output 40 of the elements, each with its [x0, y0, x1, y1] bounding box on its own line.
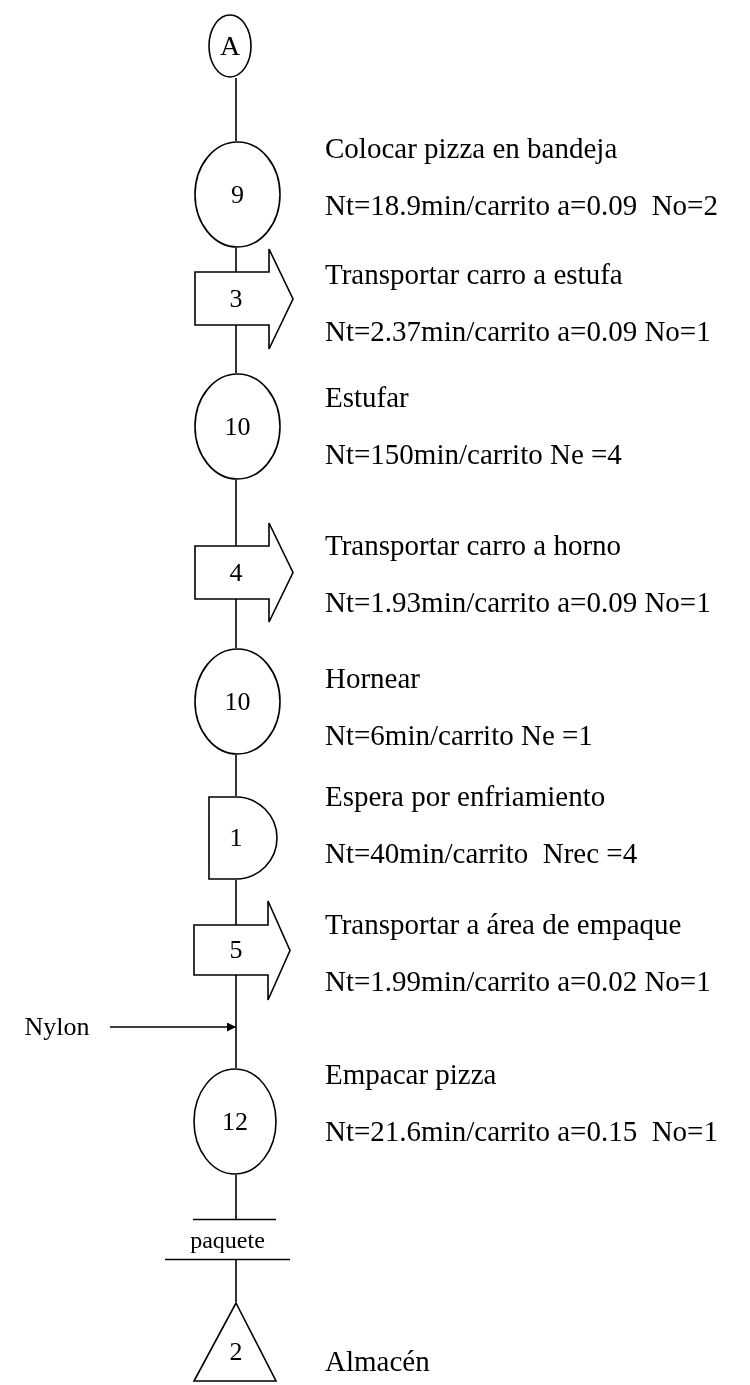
step-description: Transportar a área de empaque	[325, 907, 682, 942]
step-data: Nt=2.37min/carrito a=0.09 No=1	[325, 314, 711, 349]
step-description: Transportar carro a horno	[325, 528, 622, 563]
step-number: 3	[229, 285, 243, 312]
step-data: Nt=1.93min/carrito a=0.09 No=1	[325, 585, 711, 620]
step-number: 10	[224, 688, 251, 715]
flow-line	[235, 1174, 237, 1220]
flow-line	[235, 598, 237, 649]
step-number: 12	[222, 1108, 248, 1135]
product-label: paquete	[190, 1227, 265, 1252]
step-data: Nt=18.9min/carrito a=0.09 No=2	[325, 188, 718, 223]
step-description: Empacar pizza	[325, 1057, 497, 1092]
arrow	[109, 1022, 237, 1032]
step-number: 5	[229, 937, 243, 963]
connector-letter: A	[219, 32, 241, 60]
step-number: 2	[229, 1338, 243, 1365]
step-data: Nt=1.99min/carrito a=0.02 No=1	[325, 964, 711, 999]
flow-line	[235, 974, 237, 1069]
step-number: 10	[224, 413, 251, 440]
step-description: Colocar pizza en bandeja	[325, 131, 618, 166]
step-description: Almacén	[325, 1344, 430, 1379]
step-number: 4	[229, 559, 243, 586]
flow-line	[235, 247, 237, 273]
step-description: Espera por enfriamiento	[325, 779, 606, 814]
flow-line	[235, 479, 237, 547]
step-description: Hornear	[325, 661, 420, 696]
flow-line	[235, 324, 237, 374]
flow-line	[235, 77, 237, 142]
step-data: Nt=21.6min/carrito a=0.15 No=1	[325, 1114, 718, 1149]
step-description: Estufar	[325, 380, 409, 415]
step-description: Transportar carro a estufa	[325, 257, 623, 292]
flow-line	[235, 879, 237, 926]
material-label: Nylon	[24, 1014, 90, 1040]
flow-line	[235, 754, 237, 797]
step-data: Nt=6min/carrito Ne =1	[325, 718, 593, 753]
step-data: Nt=150min/carrito Ne =4	[325, 437, 622, 472]
step-data: Nt=40min/carrito Nrec =4	[325, 836, 638, 871]
step-number: 9	[231, 181, 244, 208]
flow-line	[235, 1259, 237, 1303]
step-number: 1	[229, 825, 243, 851]
